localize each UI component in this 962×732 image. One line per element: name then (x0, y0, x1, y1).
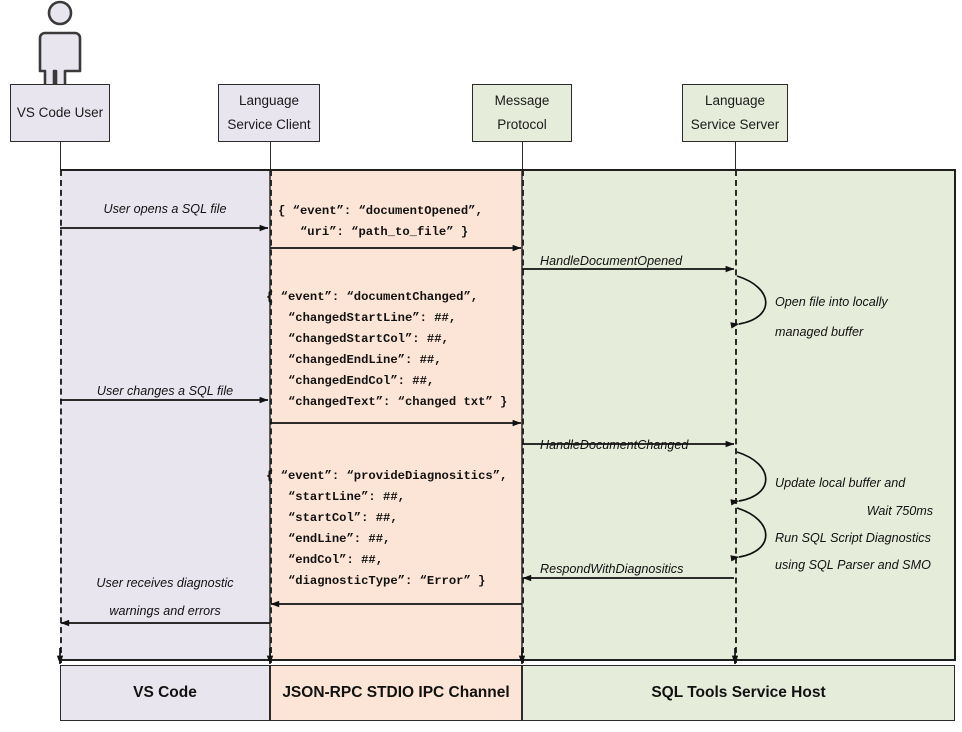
footer-vscode[interactable]: VS Code (60, 665, 270, 721)
participant-label-line2: Protocol (497, 117, 547, 132)
lifeline-stub-message-protocol (522, 142, 523, 170)
participant-vscode-user[interactable]: VS Code User (10, 84, 110, 142)
participant-language-service-client[interactable]: Language Service Client (218, 84, 320, 142)
payload-provide-diagnositics: { “event”: “provideDiagnositics”, “start… (266, 469, 508, 588)
label-user-changes-file: User changes a SQL file (96, 384, 234, 398)
participant-label-line1: Language (238, 93, 300, 109)
label-handle-document-changed: HandleDocumentChanged (540, 438, 689, 452)
lifeline-stub-vscode-user (60, 142, 61, 170)
note-update-buffer-line1: Update local buffer and (775, 476, 906, 490)
note-open-file-line1: Open file into locally (775, 295, 888, 309)
payload-document-changed: { “event”: “documentChanged”, “changedSt… (266, 290, 508, 409)
participant-label-line1: VS Code User (16, 105, 104, 121)
lifeline-stub-language-service-client (270, 142, 271, 170)
label-respond-with-diagnositics: RespondWithDiagnositics (540, 562, 684, 576)
note-open-file-line2: managed buffer (775, 325, 864, 339)
participant-language-service-server[interactable]: Language Service Server (682, 84, 788, 142)
footer-ipc-channel[interactable]: JSON-RPC STDIO IPC Channel (270, 665, 522, 721)
lifeline-message-protocol (522, 170, 524, 663)
footer-service-host[interactable]: SQL Tools Service Host (522, 665, 955, 721)
note-run-diagnostics-line1: Run SQL Script Diagnostics (775, 531, 931, 545)
band-service-host (522, 170, 955, 660)
label-user-receives-diagnostics-line2: warnings and errors (109, 604, 221, 618)
note-run-diagnostics-line2: using SQL Parser and SMO (775, 558, 931, 572)
lifeline-language-service-server (735, 170, 737, 663)
label-user-opens-file: User opens a SQL file (103, 202, 227, 216)
participant-message-protocol[interactable]: Message Protocol (472, 84, 572, 142)
participant-label-line2: Service Client (227, 117, 311, 132)
label-handle-document-opened: HandleDocumentOpened (540, 254, 683, 268)
participant-label-line1: Message (494, 93, 550, 109)
participant-label-line2: Service Server (690, 117, 780, 132)
label-user-receives-diagnostics-line1: User receives diagnostic (96, 576, 234, 590)
participant-label-line1: Language (704, 93, 766, 109)
note-update-buffer-line2: Wait 750ms (866, 504, 933, 518)
lifeline-stub-language-service-server (735, 142, 736, 170)
payload-document-opened: { “event”: “documentOpened”, “uri”: “pat… (278, 204, 483, 239)
